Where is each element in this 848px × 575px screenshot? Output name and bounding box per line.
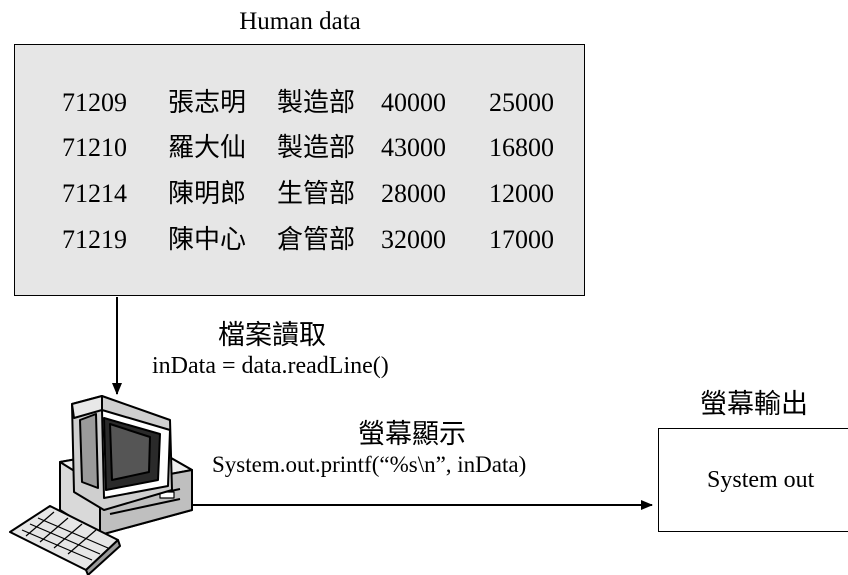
read-label: 檔案讀取 [218,320,326,350]
record-dept: 製造部 [277,88,356,117]
record-name: 張志明 [168,88,247,117]
file-title: Human data [239,8,361,35]
record-dept: 倉管部 [277,225,356,254]
record-bonus: 25000 [489,88,554,117]
record-bonus: 17000 [489,225,554,254]
output-box-text: System out [707,467,815,493]
file-data-box: 71209 張志明 製造部 40000 25000 71210 羅大仙 製造部 … [14,44,585,296]
record-dept: 生管部 [277,179,356,208]
record-dept: 製造部 [277,133,356,162]
record-name: 陳中心 [168,225,247,254]
record-bonus: 12000 [489,179,554,208]
record-salary: 40000 [381,88,446,117]
record-salary: 43000 [381,133,446,162]
record-id: 71210 [62,133,127,162]
record-salary: 28000 [381,179,446,208]
output-label: 螢幕輸出 [700,389,808,419]
read-code: inData = data.readLine() [152,353,389,379]
record-name: 陳明郎 [168,179,247,208]
record-salary: 32000 [381,225,446,254]
display-label: 螢幕顯示 [358,419,466,449]
display-code: System.out.printf(“%s\n”, inData) [212,452,527,477]
record-id: 71219 [62,225,127,254]
computer-icon [9,395,193,575]
record-name: 羅大仙 [168,133,247,162]
record-id: 71209 [62,88,127,117]
record-bonus: 16800 [489,133,554,162]
record-id: 71214 [62,179,127,208]
output-box: System out [658,428,848,532]
